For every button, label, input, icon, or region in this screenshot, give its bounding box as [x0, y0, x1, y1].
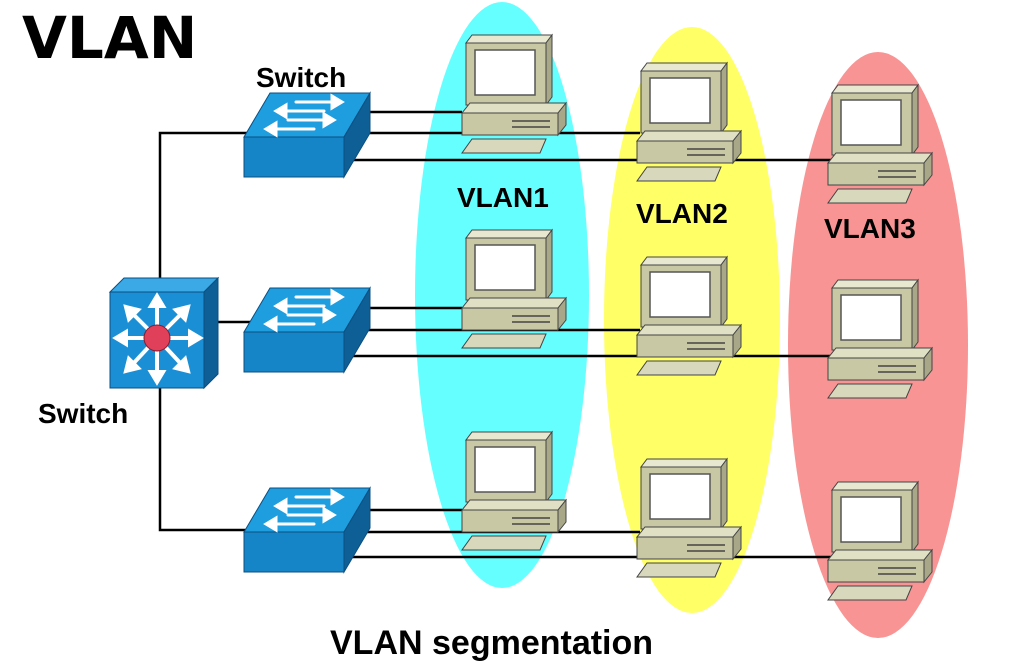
core-switch-center — [143, 324, 171, 352]
computer-vlan2-row3[interactable] — [636, 458, 742, 578]
vlan3-label: VLAN3 — [824, 213, 916, 244]
computer-vlan3-row2[interactable] — [827, 279, 933, 399]
vlan1-label: VLAN1 — [457, 182, 549, 213]
access-switch-2[interactable] — [242, 286, 372, 374]
diagram-caption: VLAN segmentation — [330, 624, 653, 662]
computer-vlan2-row1[interactable] — [636, 62, 742, 182]
core-switch[interactable] — [108, 276, 220, 390]
page-title: VLAN — [22, 4, 197, 72]
access-switch-3[interactable] — [242, 486, 372, 574]
computer-vlan1-row3[interactable] — [461, 431, 567, 551]
computer-vlan3-row1[interactable] — [827, 84, 933, 204]
computer-vlan3-row3[interactable] — [827, 481, 933, 601]
computer-vlan1-row2[interactable] — [461, 229, 567, 349]
access-switch-label: Switch — [256, 62, 346, 93]
computer-vlan1-row1[interactable] — [461, 34, 567, 154]
vlan2-label: VLAN2 — [636, 198, 728, 229]
access-switch-1[interactable] — [242, 91, 372, 179]
computer-vlan2-row2[interactable] — [636, 256, 742, 376]
core-switch-label: Switch — [38, 398, 128, 429]
